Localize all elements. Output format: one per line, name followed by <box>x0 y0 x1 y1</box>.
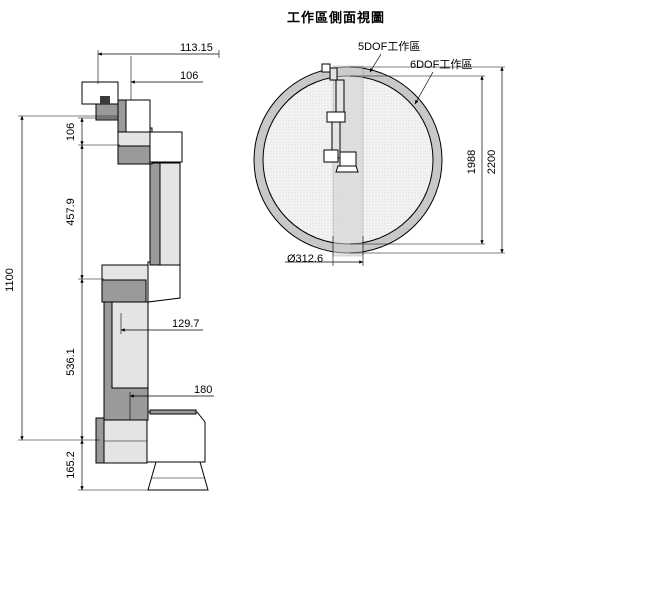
dim-1988-label: 1988 <box>466 150 478 174</box>
label-5dof: 5DOF工作區 <box>358 40 420 53</box>
right-view-dimensions: 5DOF工作區 6DOF工作區 1988 2200 Ø312.6 <box>285 40 505 266</box>
robot-base-joint <box>99 419 148 464</box>
dim-129-label: 129.7 <box>172 318 200 330</box>
dim-106-side-label: 106 <box>65 123 77 141</box>
dim-1100-label: 1100 <box>4 268 16 292</box>
dim-536-label: 536.1 <box>65 348 77 376</box>
dim-165-label: 165.2 <box>65 451 77 479</box>
workspace-side-view <box>253 63 443 257</box>
robot-arm-side-view <box>81 81 209 491</box>
robot-base-pedestal <box>147 461 209 491</box>
robot-shoulder-joint <box>146 411 206 463</box>
left-view-dimensions: 113.15 106 106 457.9 1100 129.7 536.1 18… <box>4 42 220 491</box>
dim-diameter-label: Ø312.6 <box>287 253 323 265</box>
dim-106-top-label: 106 <box>180 70 198 82</box>
label-6dof: 6DOF工作區 <box>410 58 472 71</box>
dim-113-label: 113.15 <box>180 42 213 54</box>
dim-457-label: 457.9 <box>65 198 77 226</box>
page-title: 工作區側面視圖 <box>286 10 385 25</box>
dim-2200-label: 2200 <box>486 150 498 174</box>
workspace-robot-icon <box>321 63 359 173</box>
dim-180-label: 180 <box>194 384 212 396</box>
